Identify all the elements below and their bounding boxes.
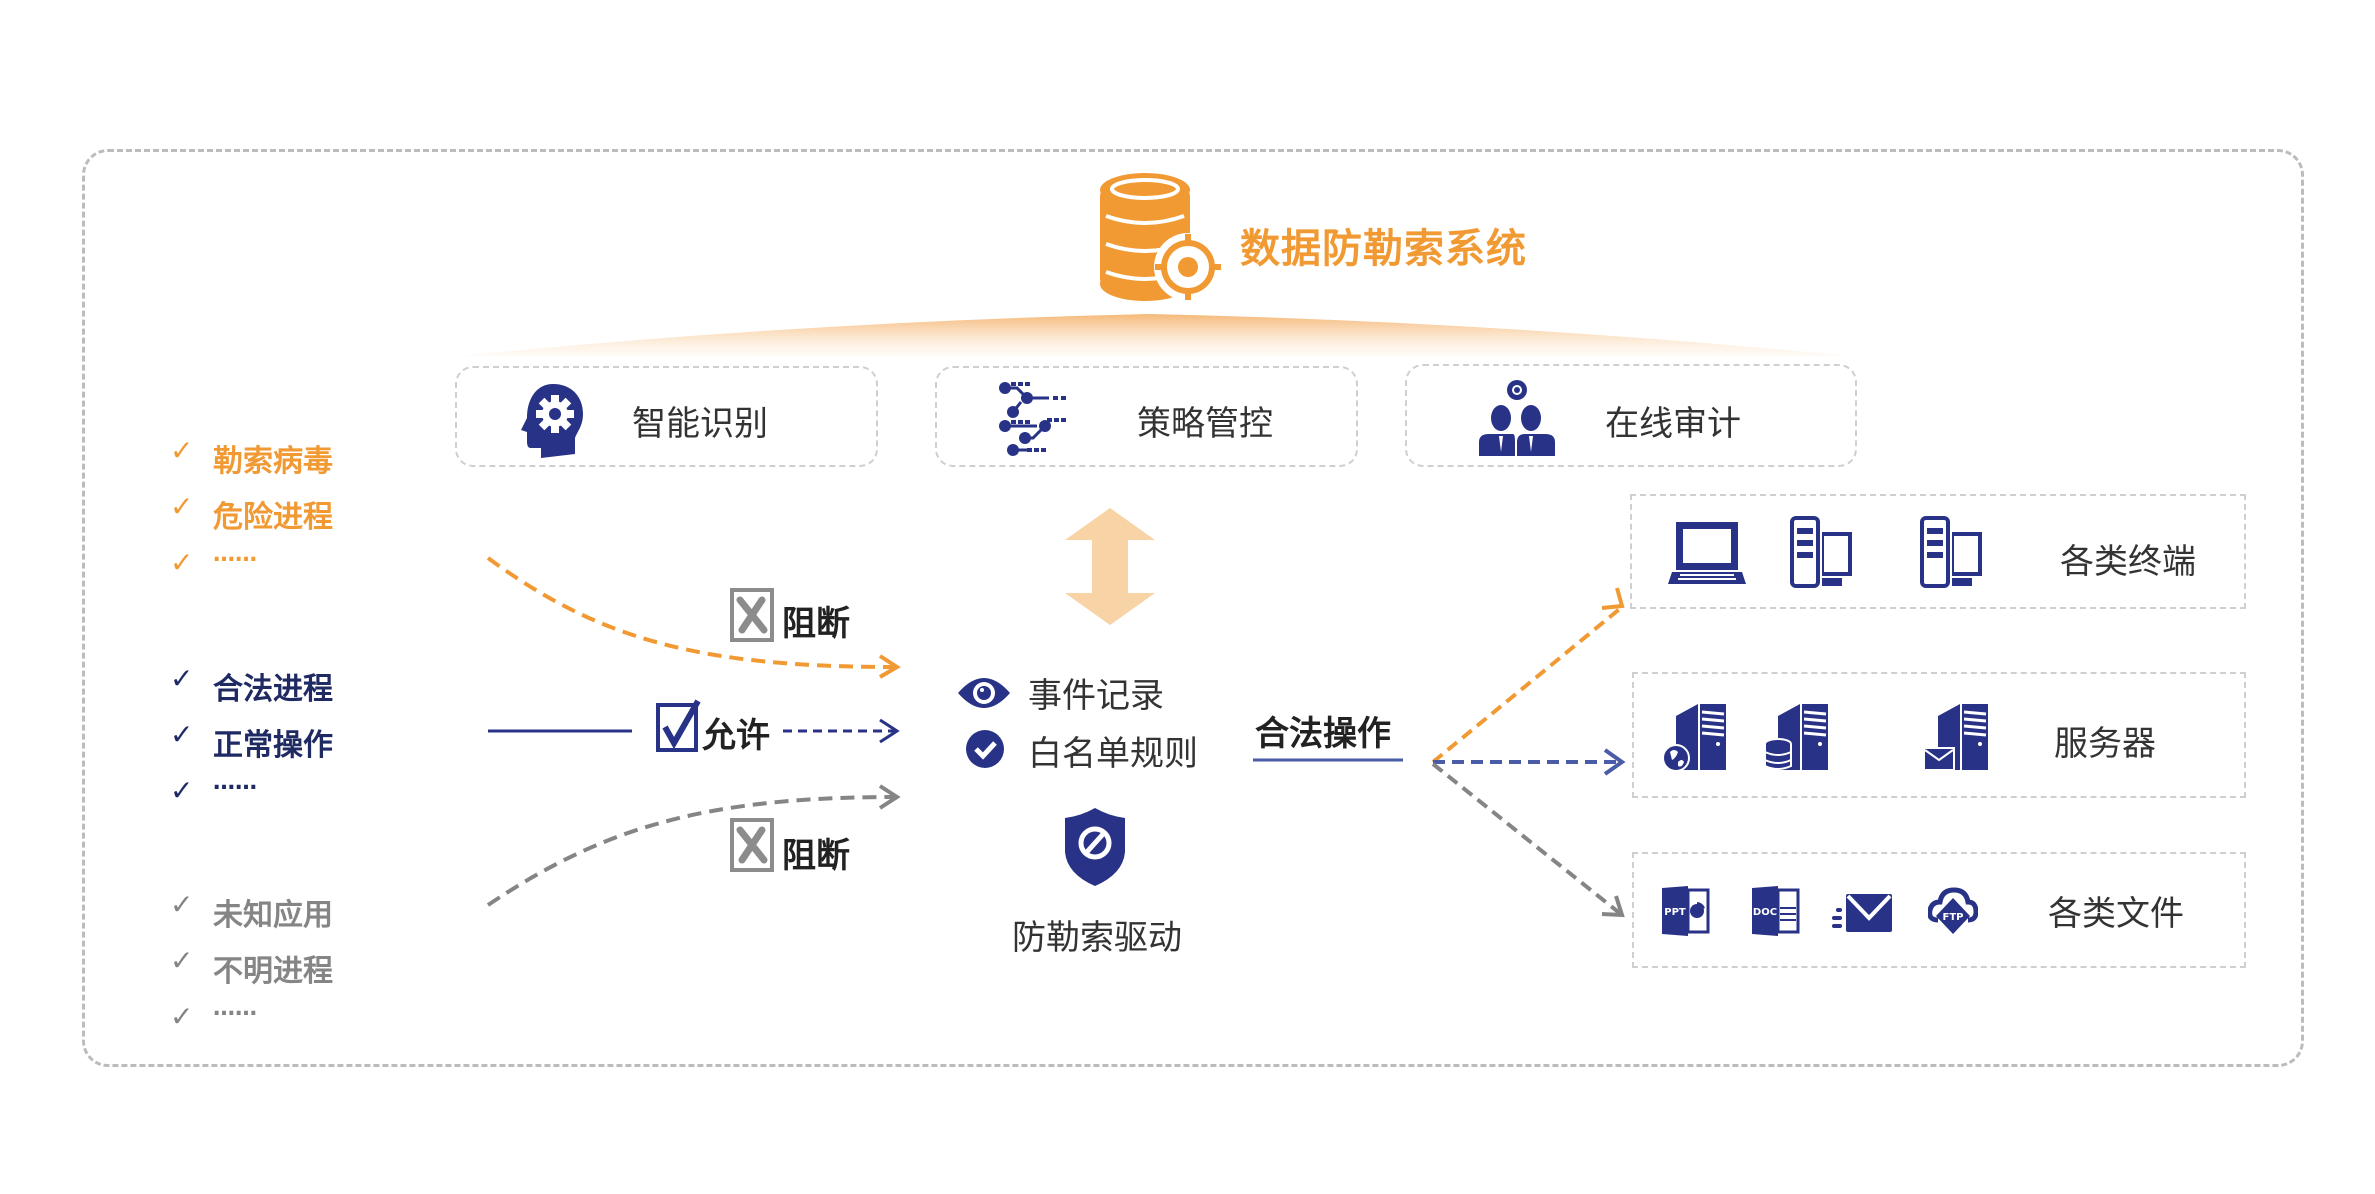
target-box-files: PPT DOC FTP 各类文件 [1632,852,2246,968]
arrowhead-servers [1603,748,1626,776]
ftp-icon-text: FTP [1943,912,1964,923]
allow-label: 允许 [702,716,770,756]
shield-block-icon [1065,808,1125,890]
check-icon: ✓ [170,1000,194,1033]
check-icon: ✓ [170,888,194,921]
target-box-servers: 服务器 [1632,672,2246,798]
block-label-top: 阻断 [782,604,850,644]
flow-line-block-bottom [486,795,896,907]
ppt-icon-text: PPT [1664,907,1686,918]
check-icon: ✓ [170,944,194,977]
arrowhead-gray [878,784,901,810]
feature-label: 策略管控 [1137,404,1273,444]
doc-file-icon: DOC [1752,886,1800,940]
check-icon: ✓ [170,434,194,467]
feature-box-smart-identify: 智能识别 [455,366,878,467]
feature-box-policy-control: 策略管控 [935,366,1358,467]
double-arrow-icon [1065,508,1155,625]
arrowhead-orange [878,654,901,679]
check-icon: ✓ [170,662,194,695]
system-frame [82,149,2304,1067]
desktop-pc-icon [1920,516,1984,592]
legal-ops-label: 合法操作 [1255,714,1391,754]
whitelist-label: 白名单规则 [1028,734,1198,774]
check-icon: ✓ [170,546,194,579]
list-item: …… [213,542,257,567]
block-label-bottom: 阻断 [782,836,850,876]
list-item: 危险进程 [213,500,333,535]
list-item: 不明进程 [213,954,333,989]
target-label: 各类终端 [2060,542,2196,582]
arrowhead-files [1601,895,1625,918]
block-x-icon [730,818,776,876]
audit-people-eye-icon [1479,380,1555,460]
desktop-pc-icon [1790,516,1854,592]
ppt-file-icon: PPT [1662,886,1710,940]
fanout-line-files [1431,762,1624,917]
fanout-line-terminals [1431,605,1624,764]
list-item: 合法进程 [213,672,333,707]
check-circle-icon [965,729,1005,773]
check-icon: ✓ [170,718,194,751]
feature-label: 在线审计 [1605,404,1741,444]
doc-icon-text: DOC [1753,907,1777,918]
fan-gradient [460,314,1850,356]
list-item: …… [213,770,257,795]
check-icon: ✓ [170,490,194,523]
flow-line-block-top [486,556,896,669]
check-icon: ✓ [170,774,194,807]
arrowhead-terminals [1601,587,1625,610]
event-log-label: 事件记录 [1028,676,1164,716]
list-item: 勒索病毒 [213,444,333,479]
arrowhead-navy [879,718,900,744]
feature-box-online-audit: 在线审计 [1405,364,1857,467]
list-item: 正常操作 [213,728,333,763]
block-x-icon [730,588,776,646]
mail-server-icon [1923,704,1990,774]
list-item: 未知应用 [213,898,333,933]
allow-check-icon [656,699,702,757]
feature-label: 智能识别 [632,404,768,444]
database-server-icon [1764,704,1830,774]
laptop-icon [1668,522,1746,588]
circuit-nodes-icon [997,382,1089,460]
eye-icon [958,673,1010,717]
driver-label: 防勒索驱动 [1012,918,1182,958]
page-title: 数据防勒索系统 [1240,226,1527,272]
email-icon [1832,894,1892,938]
target-label: 服务器 [2054,724,2156,764]
web-server-icon [1662,704,1728,774]
list-item: …… [213,996,257,1021]
ftp-cloud-icon: FTP [1927,886,1979,940]
target-box-terminals: 各类终端 [1630,494,2246,609]
database-target-icon [1100,172,1225,306]
brain-gear-icon [519,382,585,462]
target-label: 各类文件 [2048,894,2184,934]
